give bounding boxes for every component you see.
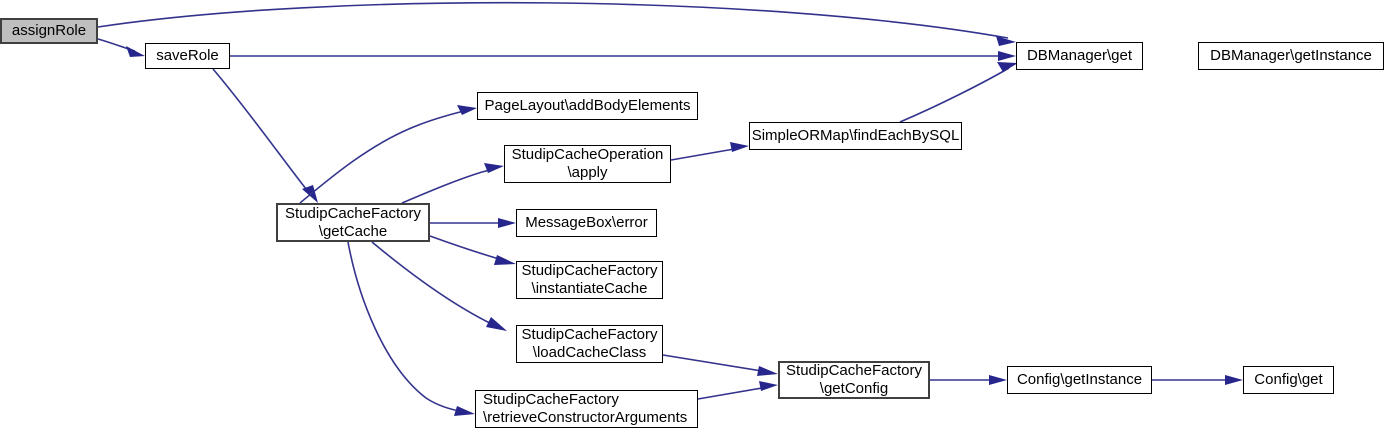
arrowhead-icon: [996, 36, 1016, 46]
node-saveRole[interactable]: saveRole: [145, 43, 230, 69]
edge-loadCacheCls-to-getConfig: [662, 354, 778, 376]
arrowhead-icon: [484, 163, 504, 173]
arrowhead-icon: [494, 255, 516, 265]
edge-retrieveCtor-to-getConfig: [697, 381, 778, 400]
arrowhead-icon: [997, 62, 1018, 72]
arrowhead-icon: [757, 366, 778, 376]
node-instantiate[interactable]: StudipCacheFactory \instantiateCache: [516, 261, 663, 299]
node-dbmGetInst[interactable]: DBManager\getInstance: [1198, 42, 1384, 70]
arrowhead-icon: [454, 406, 475, 416]
arrowhead-icon: [730, 142, 749, 152]
arrowhead-icon: [126, 46, 145, 57]
arrowhead-icon: [998, 51, 1016, 61]
edge-getCache-to-msgBoxError: [430, 218, 516, 228]
node-getCache[interactable]: StudipCacheFactory \getCache: [276, 203, 430, 242]
node-retrieveCtor[interactable]: StudipCacheFactory \retrieveConstructorA…: [475, 390, 698, 428]
edge-getCache-to-loadCacheCls: [371, 241, 507, 331]
node-assignRole[interactable]: assignRole: [0, 18, 98, 44]
node-loadCacheCls[interactable]: StudipCacheFactory \loadCacheClass: [516, 325, 663, 363]
node-getConfig[interactable]: StudipCacheFactory \getConfig: [778, 361, 930, 399]
arrowhead-icon: [498, 218, 516, 228]
edge-cacheOpApply-to-simpleORMap: [670, 142, 749, 161]
node-simpleORMap[interactable]: SimpleORMap\findEachBySQL: [749, 122, 962, 150]
edge-assignRole-to-saveRole: [97, 38, 145, 57]
node-dbmGet[interactable]: DBManager\get: [1016, 42, 1143, 70]
node-msgBoxError[interactable]: MessageBox\error: [516, 209, 657, 237]
edge-configGetInst-to-configGet: [1152, 375, 1243, 385]
node-cacheOpApply[interactable]: StudipCacheOperation \apply: [504, 145, 671, 183]
node-pageLayout[interactable]: PageLayout\addBodyElements: [477, 92, 698, 120]
edge-assignRole-to-dbmGet: [97, 1, 1016, 46]
node-configGetInst[interactable]: Config\getInstance: [1007, 366, 1152, 394]
edge-saveRole-to-dbmGet: [230, 51, 1016, 61]
arrowhead-icon: [759, 381, 778, 391]
arrowhead-icon: [989, 375, 1007, 385]
edge-getConfig-to-configGetInst: [930, 375, 1007, 385]
edge-saveRole-to-getCache: [212, 68, 318, 203]
arrowhead-icon: [486, 317, 507, 331]
edge-simpleORMap-to-dbmGet: [899, 62, 1018, 123]
arrowhead-icon: [457, 105, 477, 115]
edge-getCache-to-retrieveCtor: [347, 241, 475, 416]
arrowhead-icon: [1225, 375, 1243, 385]
edge-getCache-to-pageLayout: [299, 105, 477, 204]
edge-getCache-to-instantiate: [429, 235, 516, 265]
edge-getCache-to-cacheOpApply: [401, 163, 504, 204]
node-configGet[interactable]: Config\get: [1243, 366, 1334, 394]
